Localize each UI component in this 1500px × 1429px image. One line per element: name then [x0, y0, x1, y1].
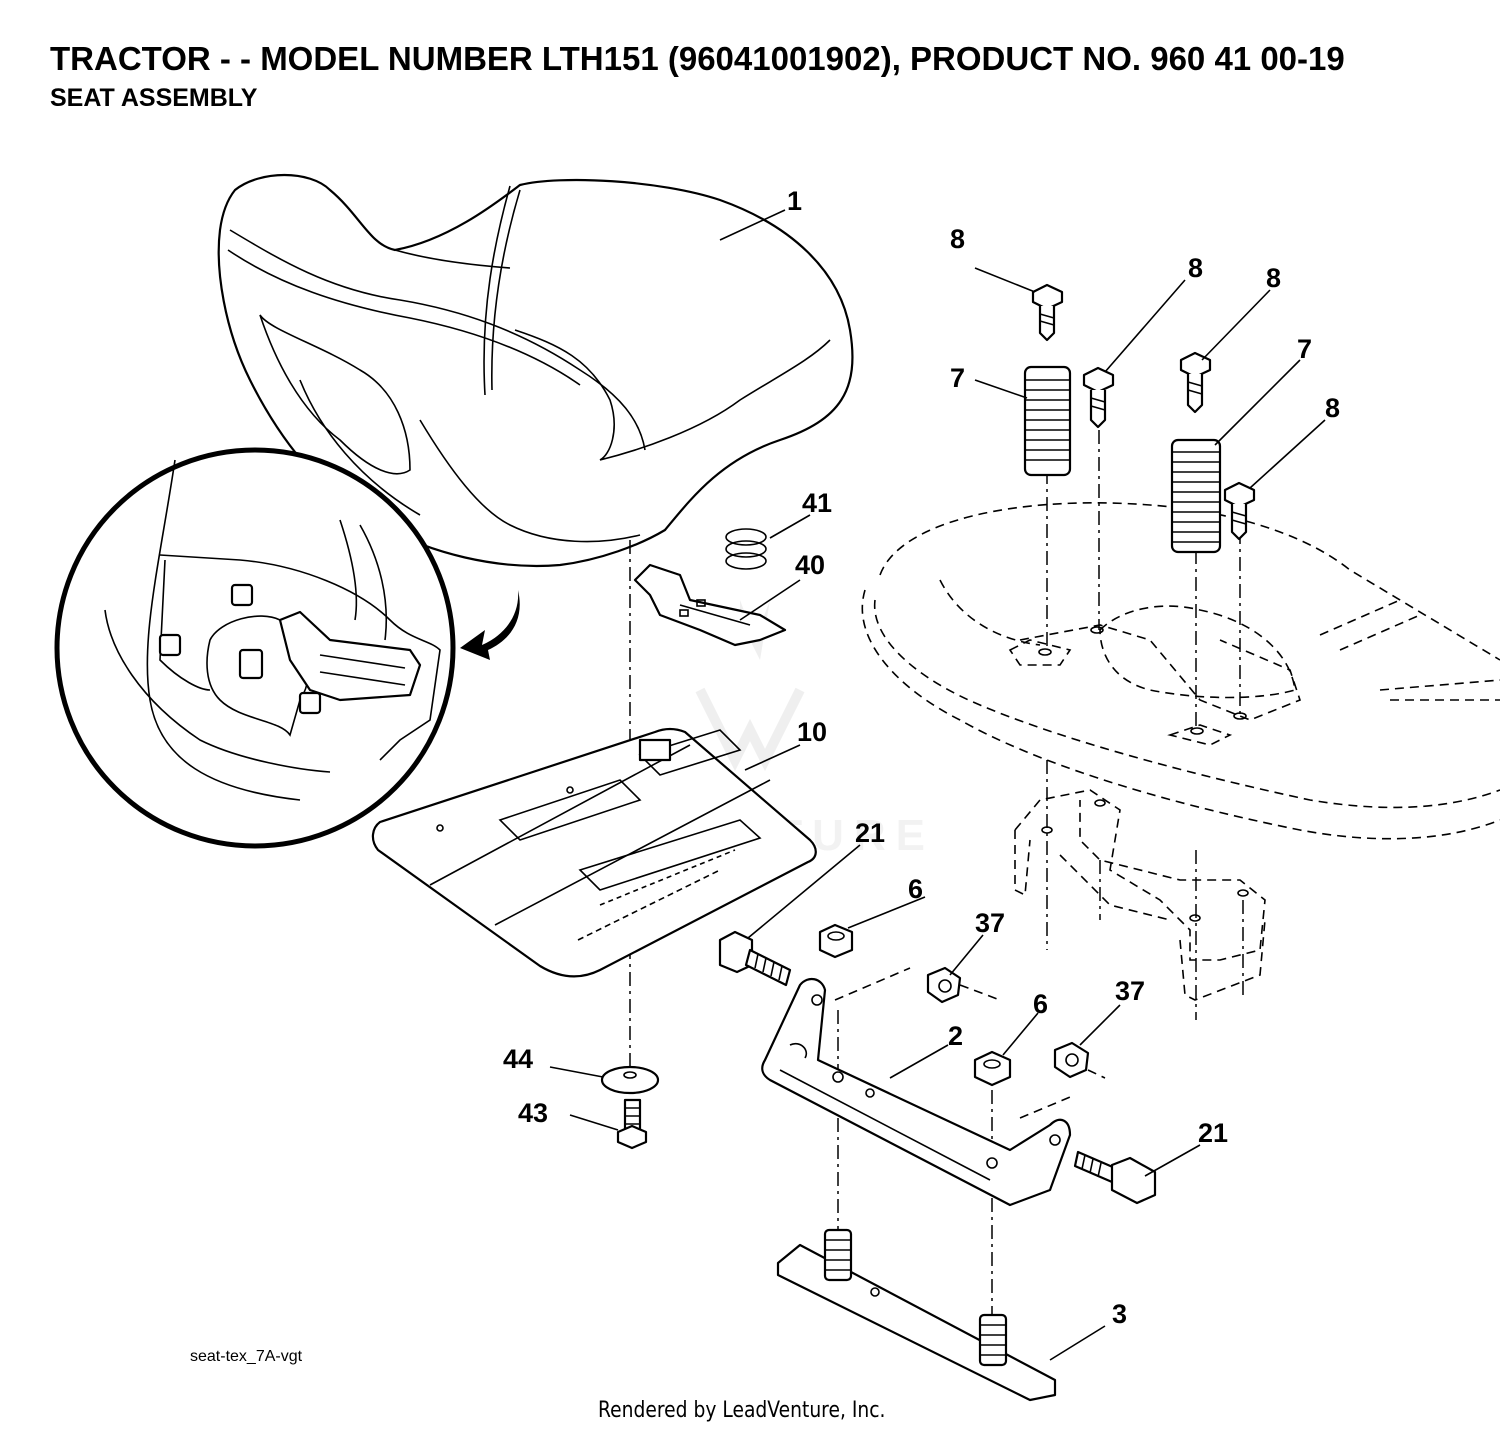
callout-10: 10 [797, 717, 827, 747]
leader-lines [549, 209, 1326, 1361]
callout-44: 44 [503, 1044, 533, 1074]
bolt-43 [616, 1098, 648, 1150]
seat-bracket-2 [761, 977, 1072, 1207]
bolt-8-a [1031, 283, 1064, 342]
callout-6-a: 6 [908, 874, 923, 904]
bolt-8-b [1082, 366, 1115, 429]
callout-1: 1 [787, 186, 802, 216]
drawing-reference: seat-tex_7A-vgt [190, 1348, 303, 1365]
page-title: TRACTOR - - MODEL NUMBER LTH151 (9604100… [50, 40, 1345, 77]
assembly-lines [834, 967, 1106, 1320]
callouts: 1 2 3 6 6 7 7 8 8 8 8 10 21 21 37 37 40 … [503, 186, 1340, 1329]
seat-pan-10 [371, 727, 817, 978]
callout-3: 3 [1112, 1299, 1127, 1329]
callout-6-b: 6 [1033, 989, 1048, 1019]
callout-40: 40 [795, 550, 825, 580]
washer-44 [600, 1065, 660, 1095]
callout-7-a: 7 [950, 363, 965, 393]
callout-37-a: 37 [975, 908, 1005, 938]
callout-43: 43 [518, 1098, 548, 1128]
page-subtitle: SEAT ASSEMBLY [50, 84, 258, 112]
rendered-by-credit: Rendered by LeadVenture, Inc. [598, 1398, 886, 1423]
seat-cushion [217, 174, 854, 568]
spring-7-a [1023, 365, 1072, 477]
mounting-plate-3 [776, 1228, 1057, 1402]
callout-21-b: 21 [1198, 1118, 1228, 1148]
nut-6-b [973, 1050, 1012, 1087]
callout-7-b: 7 [1297, 334, 1312, 364]
shoulder-bolt-21-b [1073, 1150, 1157, 1205]
spring-7-b [1170, 438, 1222, 554]
spring-41 [725, 528, 767, 570]
callout-8-c: 8 [1266, 263, 1281, 293]
nut-37-b [1053, 1041, 1090, 1079]
bolt-8-d [1223, 481, 1256, 541]
callout-21-a: 21 [855, 818, 885, 848]
callout-8-d: 8 [1325, 393, 1340, 423]
slide-clip-40 [633, 563, 787, 647]
detail-view-circle [54, 447, 456, 849]
bolt-8-c [1179, 351, 1212, 414]
callout-37-b: 37 [1115, 976, 1145, 1006]
callout-8-b: 8 [1188, 253, 1203, 283]
nut-37-a [926, 966, 962, 1004]
shoulder-bolt-21-a [718, 930, 792, 987]
tractor-frame-outline [861, 502, 1500, 1001]
callout-2: 2 [948, 1021, 963, 1051]
bolt-centerlines [1046, 430, 1244, 1020]
nut-6-a [818, 923, 854, 959]
callout-8-a: 8 [950, 224, 965, 254]
detail-arrow [460, 590, 520, 660]
callout-41: 41 [802, 488, 832, 518]
